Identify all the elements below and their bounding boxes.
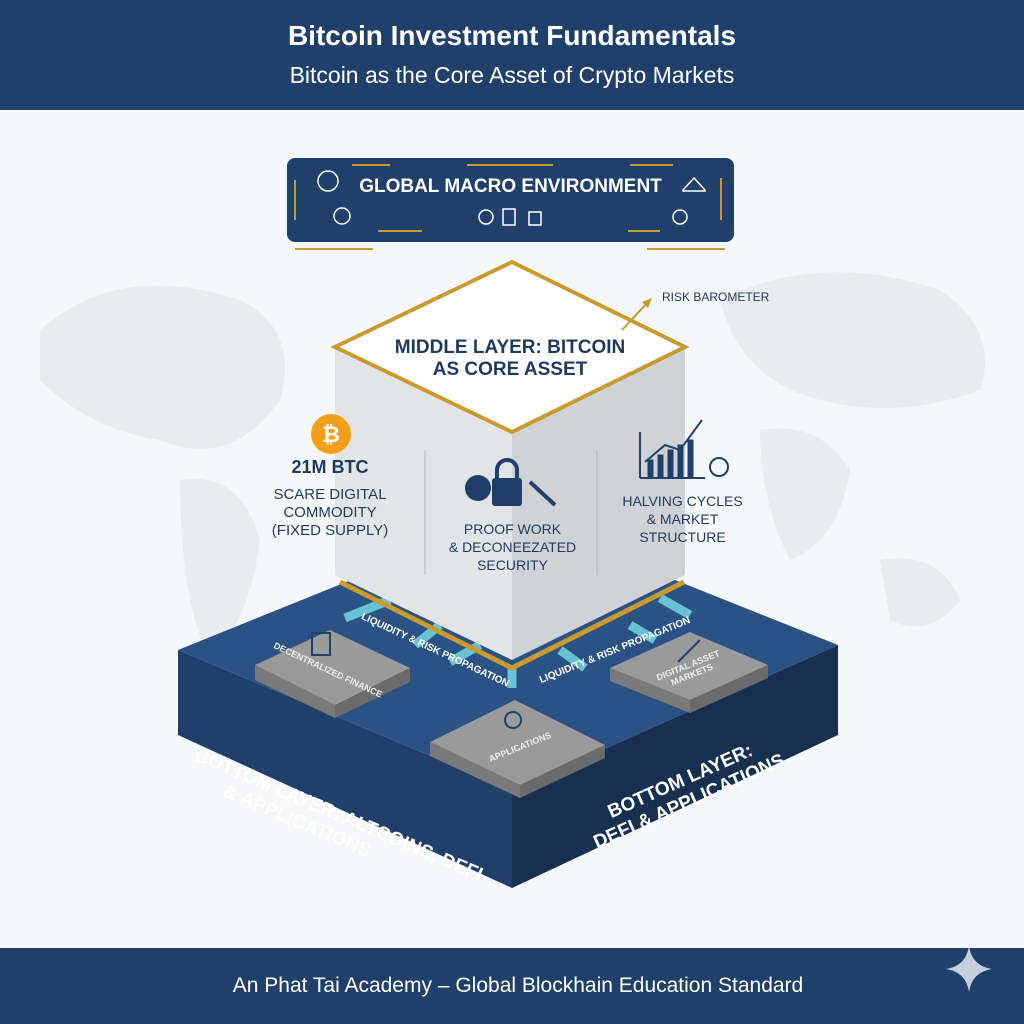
arrow-head-icon xyxy=(642,298,652,308)
cube-right-face xyxy=(512,347,685,660)
base-right-face xyxy=(512,645,838,888)
chart-clock-icon xyxy=(639,419,729,479)
text-line: STRUCTURE xyxy=(639,529,726,545)
building-icon xyxy=(502,208,516,226)
sparkle-icon xyxy=(946,946,992,992)
tile-digital-asset-markets[interactable] xyxy=(610,632,768,713)
world-map-background xyxy=(40,272,985,660)
header-banner: Bitcoin Investment Fundamentals Bitcoin … xyxy=(0,0,1024,110)
tile-defi[interactable] xyxy=(255,630,410,718)
title-line: AS CORE ASSET xyxy=(432,359,588,380)
document-icon xyxy=(311,632,331,656)
gear-network-icon xyxy=(333,207,351,225)
cycle-icon xyxy=(478,209,494,225)
footer-text: An Phat Tai Academy – Global Blockhain E… xyxy=(232,974,804,997)
globe-icon xyxy=(317,170,339,192)
cube-top-face xyxy=(330,259,690,435)
svg-text:₿: ₿ xyxy=(322,422,340,447)
btc-supply-headline: 21M BTC xyxy=(291,457,369,477)
bitcoin-icon xyxy=(311,414,351,454)
factory-icon xyxy=(528,211,542,226)
middle-layer-title: MIDDLE LAYER: BITCOIN AS CORE ASSET xyxy=(360,337,660,381)
gold-accents xyxy=(294,164,725,250)
halving-block: HALVING CYCLES & MARKET STRUCTURE xyxy=(600,492,765,546)
footer-banner: An Phat Tai Academy – Global Blockhain E… xyxy=(0,948,1024,1024)
growth-chart-icon xyxy=(677,639,701,663)
text-line: & DECONEEZATED xyxy=(448,539,577,555)
coin-icon xyxy=(672,209,688,225)
network-globe-icon xyxy=(504,711,522,729)
supply-block: 21M BTC SCARE DIGITAL COMMODITY (FIXED S… xyxy=(250,457,410,540)
page-title: Bitcoin Investment Fundamentals xyxy=(287,20,737,51)
house-icon xyxy=(682,176,706,192)
title-line: MIDDLE LAYER: BITCOIN xyxy=(394,337,626,358)
security-block: PROOF WORK & DECONEEZATED SECURITY xyxy=(430,520,595,574)
page-subtitle: Bitcoin as the Core Asset of Crypto Mark… xyxy=(289,62,735,88)
base-left-face xyxy=(178,650,512,888)
tile-applications[interactable] xyxy=(430,700,605,798)
cube-left-face xyxy=(335,347,512,660)
text-line: & MARKET xyxy=(646,511,719,527)
text-line: (FIXED SUPPLY) xyxy=(271,522,389,539)
lock-gear-icon xyxy=(465,458,557,507)
risk-barometer-label: RISK BAROMETER xyxy=(662,290,770,304)
macro-environment-title: GLOBAL MACRO ENVIRONMENT xyxy=(359,176,662,197)
text-line: COMMODITY xyxy=(283,504,377,521)
text-line: SECURITY xyxy=(477,557,548,573)
macro-environment-box xyxy=(287,158,734,242)
text-line: HALVING CYCLES xyxy=(622,493,743,509)
risk-arrow xyxy=(621,301,649,331)
gold-base-outline xyxy=(338,579,686,671)
text-line: PROOF WORK xyxy=(463,521,562,537)
text-line: SCARE DIGITAL xyxy=(273,486,387,503)
